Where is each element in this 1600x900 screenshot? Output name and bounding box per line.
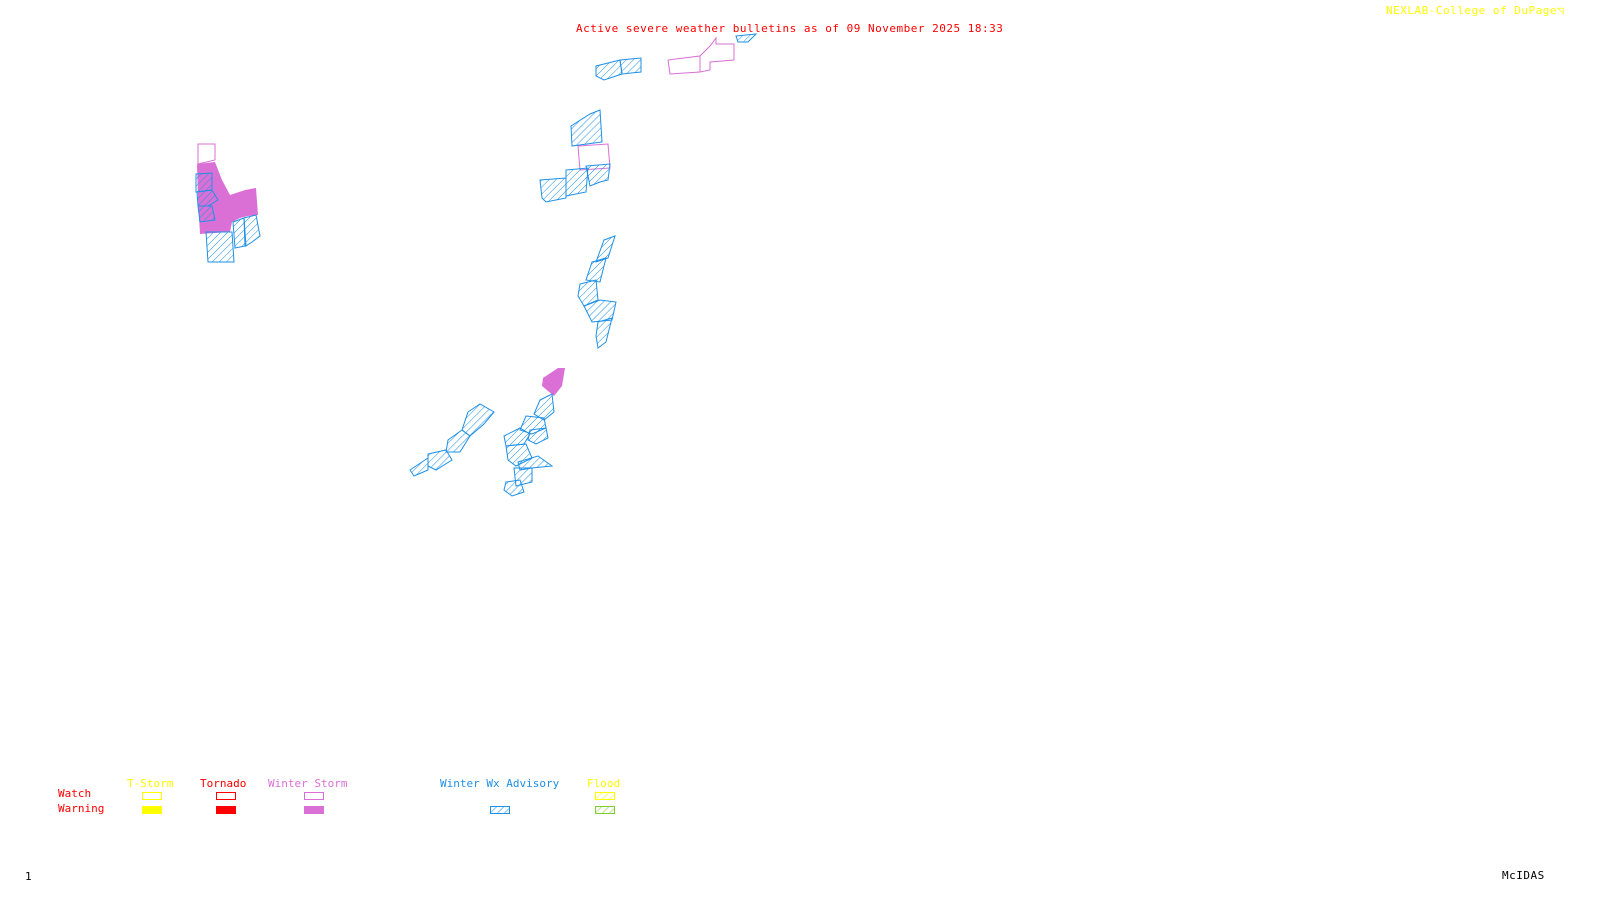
- frame-number: 1: [25, 870, 33, 883]
- winter-wx-advisory-area: [595, 317, 613, 349]
- legend-header-tornado: Tornado: [200, 777, 247, 790]
- winter-wx-advisory-area: [595, 59, 623, 81]
- winter-wx-advisory-area: [427, 449, 453, 471]
- winter-storm-warning-swatch: [304, 806, 324, 814]
- winter-wx-advisory-area: [232, 217, 246, 249]
- legend-header-winter-storm: Winter Storm: [268, 777, 348, 790]
- winter-wx-advisory-area: [585, 257, 607, 283]
- winter-storm-watch-area: [699, 36, 735, 73]
- winter-wx-advisory-area: [503, 479, 525, 497]
- flood-warning-swatch: [595, 806, 615, 814]
- winter-wx-advisory-area: [565, 167, 589, 197]
- tornado-watch-swatch: [216, 792, 236, 800]
- winter-wx-advisory-area: [619, 57, 642, 75]
- winter-wx-advisory-area: [533, 393, 555, 421]
- winter-wx-advisory-swatch: [490, 806, 510, 814]
- winter-wx-advisory-area: [196, 189, 219, 207]
- credit-label: NEXLAB-College of DuPage◹: [1386, 5, 1564, 17]
- winter-wx-advisory-area: [527, 427, 549, 445]
- winter-wx-advisory-area: [585, 163, 611, 187]
- tstorm-watch-swatch: [142, 792, 162, 800]
- flood-watch-swatch: [595, 792, 615, 800]
- winter-wx-advisory-area: [461, 403, 495, 437]
- legend-header-tstorm: T-Storm: [127, 777, 174, 790]
- winter-storm-warning-area: [542, 368, 565, 396]
- southwest-strip: [409, 403, 495, 477]
- page-title: Active severe weather bulletins as of 09…: [576, 22, 1004, 35]
- winter-wx-advisory-area: [197, 205, 216, 223]
- winter-wx-advisory-area: [195, 172, 213, 193]
- winter-storm-watch-swatch: [304, 792, 324, 800]
- legend-header-flood: Flood: [587, 777, 621, 790]
- north-cluster: [595, 33, 758, 81]
- winter-wx-advisory-area: [445, 429, 471, 453]
- legend-row-watch: Watch: [58, 787, 92, 800]
- central-cluster: [539, 109, 611, 203]
- winter-wx-advisory-area: [595, 235, 616, 263]
- winter-wx-advisory-area: [583, 299, 617, 323]
- winter-wx-advisory-area: [205, 231, 235, 263]
- winter-wx-advisory-area: [243, 214, 261, 247]
- winter-wx-advisory-area: [539, 177, 567, 203]
- credit-text: NEXLAB-College of DuPage: [1386, 4, 1557, 17]
- winter-wx-advisory-area: [409, 457, 429, 477]
- south-cluster: [503, 368, 565, 497]
- winter-storm-watch-area: [667, 55, 701, 75]
- legend-header-winter-wx-advisory: Winter Wx Advisory: [440, 777, 560, 790]
- tornado-warning-swatch: [216, 806, 236, 814]
- winter-storm-watch-area: [197, 143, 216, 165]
- ridge-strip: [577, 235, 617, 349]
- west-cluster: [195, 143, 261, 263]
- winter-wx-advisory-area: [735, 33, 758, 43]
- tstorm-warning-swatch: [142, 806, 162, 814]
- software-label: McIDAS: [1502, 869, 1545, 882]
- winter-wx-advisory-area: [570, 109, 603, 147]
- winter-wx-advisory-area: [503, 427, 531, 447]
- legend-row-warning: Warning: [58, 802, 105, 815]
- logo-icon: ◹: [1556, 4, 1565, 17]
